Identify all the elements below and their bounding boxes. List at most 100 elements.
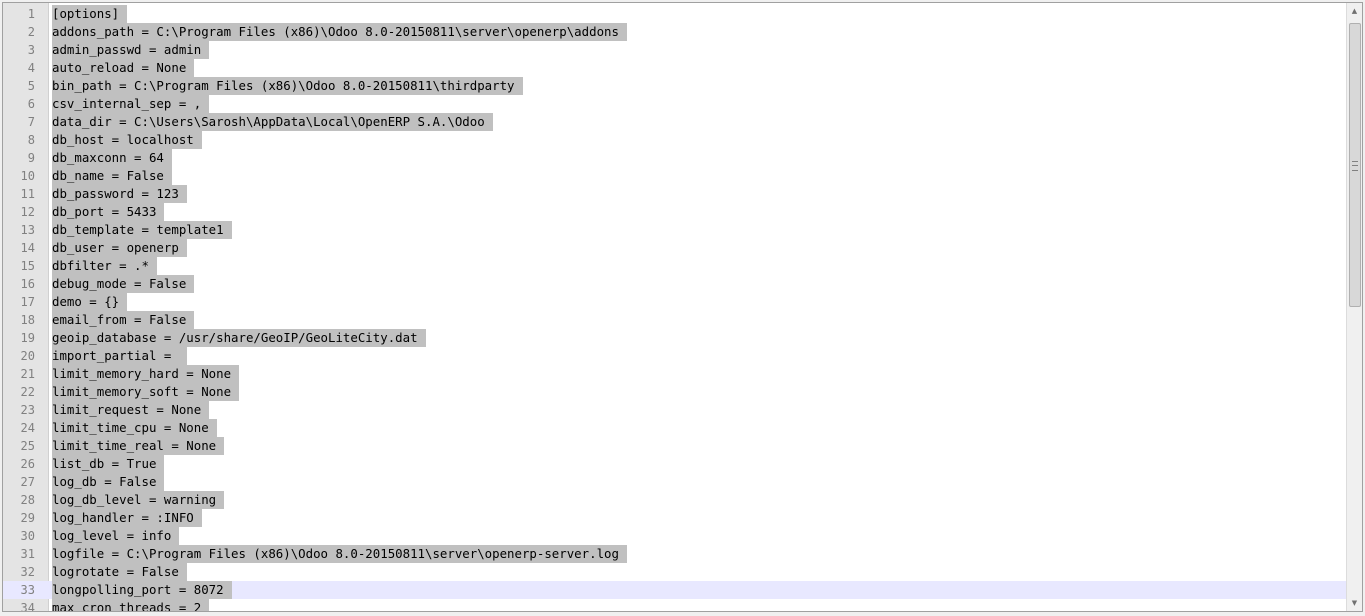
code-line[interactable]: 9 db_maxconn = 64 xyxy=(3,149,1347,167)
line-text[interactable]: limit_request = None xyxy=(52,401,210,419)
line-text[interactable]: list_db = True xyxy=(52,455,165,473)
code-line[interactable]: 31 logfile = C:\Program Files (x86)\Odoo … xyxy=(3,545,1347,563)
line-number: 31 xyxy=(20,547,35,561)
line-number: 3 xyxy=(27,43,35,57)
line-text[interactable]: max_cron_threads = 2 xyxy=(52,599,210,611)
line-number: 11 xyxy=(20,187,35,201)
code-line[interactable]: 19 geoip_database = /usr/share/GeoIP/GeoL… xyxy=(3,329,1347,347)
line-number: 18 xyxy=(20,313,35,327)
arrow-down-icon[interactable]: ▼ xyxy=(1351,599,1358,607)
code-line[interactable]: 22 limit_memory_soft = None xyxy=(3,383,1347,401)
line-text[interactable]: db_user = openerp xyxy=(52,239,187,257)
code-line[interactable]: 5 bin_path = C:\Program Files (x86)\Odoo … xyxy=(3,77,1347,95)
line-number: 23 xyxy=(20,403,35,417)
line-number: 19 xyxy=(20,331,35,345)
line-number: 6 xyxy=(27,97,35,111)
line-number: 20 xyxy=(20,349,35,363)
line-number: 9 xyxy=(27,151,35,165)
line-text[interactable]: logfile = C:\Program Files (x86)\Odoo 8.… xyxy=(52,545,627,563)
line-text[interactable]: db_maxconn = 64 xyxy=(52,149,172,167)
code-line[interactable]: 33 longpolling_port = 8072 xyxy=(3,581,1347,599)
vertical-scrollbar[interactable]: ▲ ▼ xyxy=(1346,3,1362,611)
code-line[interactable]: 29 log_handler = :INFO xyxy=(3,509,1347,527)
line-number: 5 xyxy=(27,79,35,93)
line-number: 7 xyxy=(27,115,35,129)
code-line[interactable]: 32 logrotate = False xyxy=(3,563,1347,581)
code-line[interactable]: 15 dbfilter = .* xyxy=(3,257,1347,275)
line-text[interactable]: db_name = False xyxy=(52,167,172,185)
line-text[interactable]: geoip_database = /usr/share/GeoIP/GeoLit… xyxy=(52,329,426,347)
line-text[interactable]: db_host = localhost xyxy=(52,131,202,149)
line-text[interactable]: admin_passwd = admin xyxy=(52,41,210,59)
line-text[interactable]: log_handler = :INFO xyxy=(52,509,202,527)
code-line[interactable]: 16 debug_mode = False xyxy=(3,275,1347,293)
code-line[interactable]: 7 data_dir = C:\Users\Sarosh\AppData\Loca… xyxy=(3,113,1347,131)
line-number: 24 xyxy=(20,421,35,435)
line-text[interactable]: db_password = 123 xyxy=(52,185,187,203)
line-number: 15 xyxy=(20,259,35,273)
line-text[interactable]: limit_memory_soft = None xyxy=(52,383,240,401)
line-text[interactable]: csv_internal_sep = , xyxy=(52,95,210,113)
code-line[interactable]: 23 limit_request = None xyxy=(3,401,1347,419)
code-line[interactable]: 24 limit_time_cpu = None xyxy=(3,419,1347,437)
line-text[interactable]: logrotate = False xyxy=(52,563,187,581)
line-number: 34 xyxy=(20,601,35,612)
line-number-gutter xyxy=(3,3,49,611)
code-line[interactable]: 30 log_level = info xyxy=(3,527,1347,545)
line-number: 30 xyxy=(20,529,35,543)
line-text[interactable]: bin_path = C:\Program Files (x86)\Odoo 8… xyxy=(52,77,523,95)
code-line[interactable]: 20 import_partial = xyxy=(3,347,1347,365)
line-number: 16 xyxy=(20,277,35,291)
line-text[interactable]: longpolling_port = 8072 xyxy=(52,581,232,599)
line-text[interactable]: demo = {} xyxy=(52,293,128,311)
code-line[interactable]: 8 db_host = localhost xyxy=(3,131,1347,149)
line-text[interactable]: addons_path = C:\Program Files (x86)\Odo… xyxy=(52,23,627,41)
grip-icon xyxy=(1352,161,1358,171)
line-text[interactable]: log_db = False xyxy=(52,473,165,491)
code-line[interactable]: 21 limit_memory_hard = None xyxy=(3,365,1347,383)
line-text[interactable]: data_dir = C:\Users\Sarosh\AppData\Local… xyxy=(52,113,493,131)
line-number: 10 xyxy=(20,169,35,183)
code-line[interactable]: 1[options] xyxy=(3,5,1347,23)
line-text[interactable]: email_from = False xyxy=(52,311,195,329)
line-number: 21 xyxy=(20,367,35,381)
arrow-up-icon[interactable]: ▲ xyxy=(1351,7,1358,15)
code-line[interactable]: 34 max_cron_threads = 2 xyxy=(3,599,1347,612)
line-number: 8 xyxy=(27,133,35,147)
line-number: 29 xyxy=(20,511,35,525)
line-text[interactable]: debug_mode = False xyxy=(52,275,195,293)
line-number: 22 xyxy=(20,385,35,399)
line-text[interactable]: limit_time_cpu = None xyxy=(52,419,217,437)
line-text[interactable]: limit_time_real = None xyxy=(52,437,225,455)
line-number: 17 xyxy=(20,295,35,309)
code-line[interactable]: 17 demo = {} xyxy=(3,293,1347,311)
line-text[interactable]: db_template = template1 xyxy=(52,221,232,239)
code-line[interactable]: 18 email_from = False xyxy=(3,311,1347,329)
line-number: 32 xyxy=(20,565,35,579)
line-text[interactable]: dbfilter = .* xyxy=(52,257,157,275)
scroll-thumb[interactable] xyxy=(1349,23,1361,307)
code-line[interactable]: 3 admin_passwd = admin xyxy=(3,41,1347,59)
line-text[interactable]: limit_memory_hard = None xyxy=(52,365,240,383)
line-text[interactable]: log_level = info xyxy=(52,527,180,545)
line-text[interactable]: auto_reload = None xyxy=(52,59,195,77)
code-line[interactable]: 6 csv_internal_sep = , xyxy=(3,95,1347,113)
line-number: 33 xyxy=(20,583,35,597)
line-text[interactable]: log_db_level = warning xyxy=(52,491,225,509)
code-line[interactable]: 10 db_name = False xyxy=(3,167,1347,185)
line-text[interactable]: [options] xyxy=(52,5,128,23)
line-text[interactable]: db_port = 5433 xyxy=(52,203,165,221)
line-text[interactable]: import_partial = xyxy=(52,347,187,365)
code-line[interactable]: 11 db_password = 123 xyxy=(3,185,1347,203)
